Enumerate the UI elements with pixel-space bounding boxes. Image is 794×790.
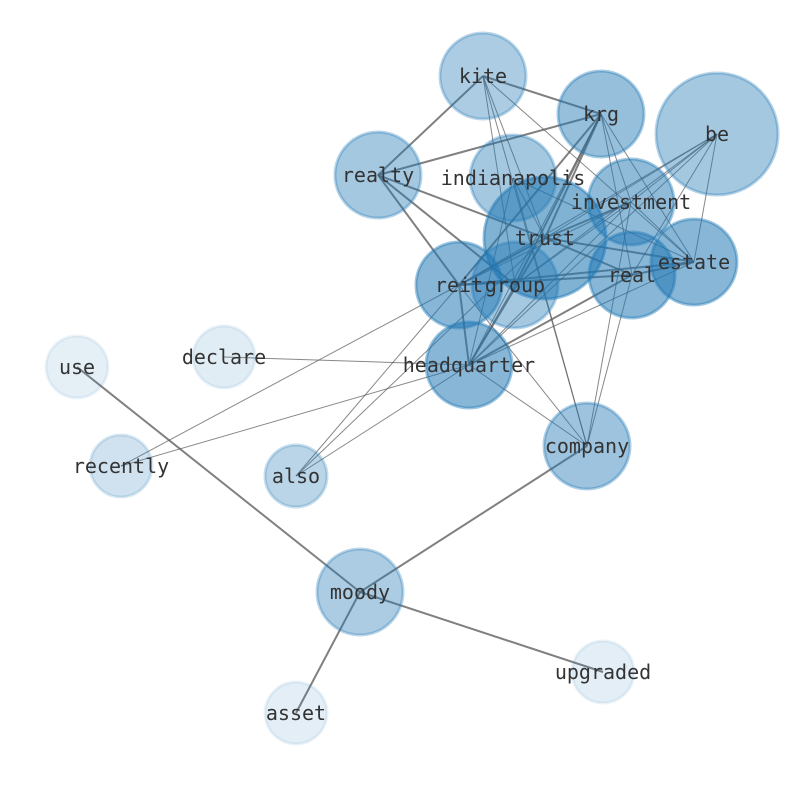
node-label-company: company [545,434,629,458]
node-asset[interactable] [263,680,329,746]
edge-kite-realty [377,75,484,176]
node-moody[interactable] [315,547,405,637]
node-label-trust: trust [515,226,575,250]
node-upgraded[interactable] [570,639,636,705]
edge-reit-recently [120,284,460,467]
node-label-real: real [608,263,656,287]
node-company[interactable] [542,401,632,491]
node-realty[interactable] [333,130,423,220]
node-label-group: group [485,273,545,297]
node-recently[interactable] [88,433,154,499]
edge-use-moody [76,366,361,593]
node-label-upgraded: upgraded [555,660,651,684]
node-real[interactable] [587,230,677,320]
node-label-asset: asset [266,701,326,725]
edge-kite-krg [482,75,602,115]
edge-moody-upgraded [359,591,604,673]
node-trust[interactable] [482,175,608,301]
node-label-realty: realty [342,163,414,187]
node-label-estate: estate [658,250,730,274]
node-label-use: use [59,355,95,379]
node-label-be: be [705,122,729,146]
node-use[interactable] [44,334,110,400]
node-krg[interactable] [556,69,646,159]
node-declare[interactable] [191,324,257,390]
node-label-indianapolis: indianapolis [441,166,586,190]
node-label-krg: krg [583,102,619,126]
node-layer [44,31,780,746]
node-label-declare: declare [182,345,266,369]
node-label-headquarter: headquarter [403,353,535,377]
edge-krg-realty [377,113,602,176]
node-label-recently: recently [73,454,169,478]
node-headquarter[interactable] [424,320,514,410]
node-kite[interactable] [438,31,528,121]
node-label-kite: kite [459,64,507,88]
edge-company-moody [359,445,588,593]
node-be[interactable] [654,71,780,197]
node-label-reit: reit [435,273,483,297]
node-label-investment: investment [571,190,691,214]
edge-moody-asset [295,591,361,714]
node-label-moody: moody [330,580,390,604]
node-also[interactable] [263,443,329,509]
node-label-also: also [272,464,320,488]
